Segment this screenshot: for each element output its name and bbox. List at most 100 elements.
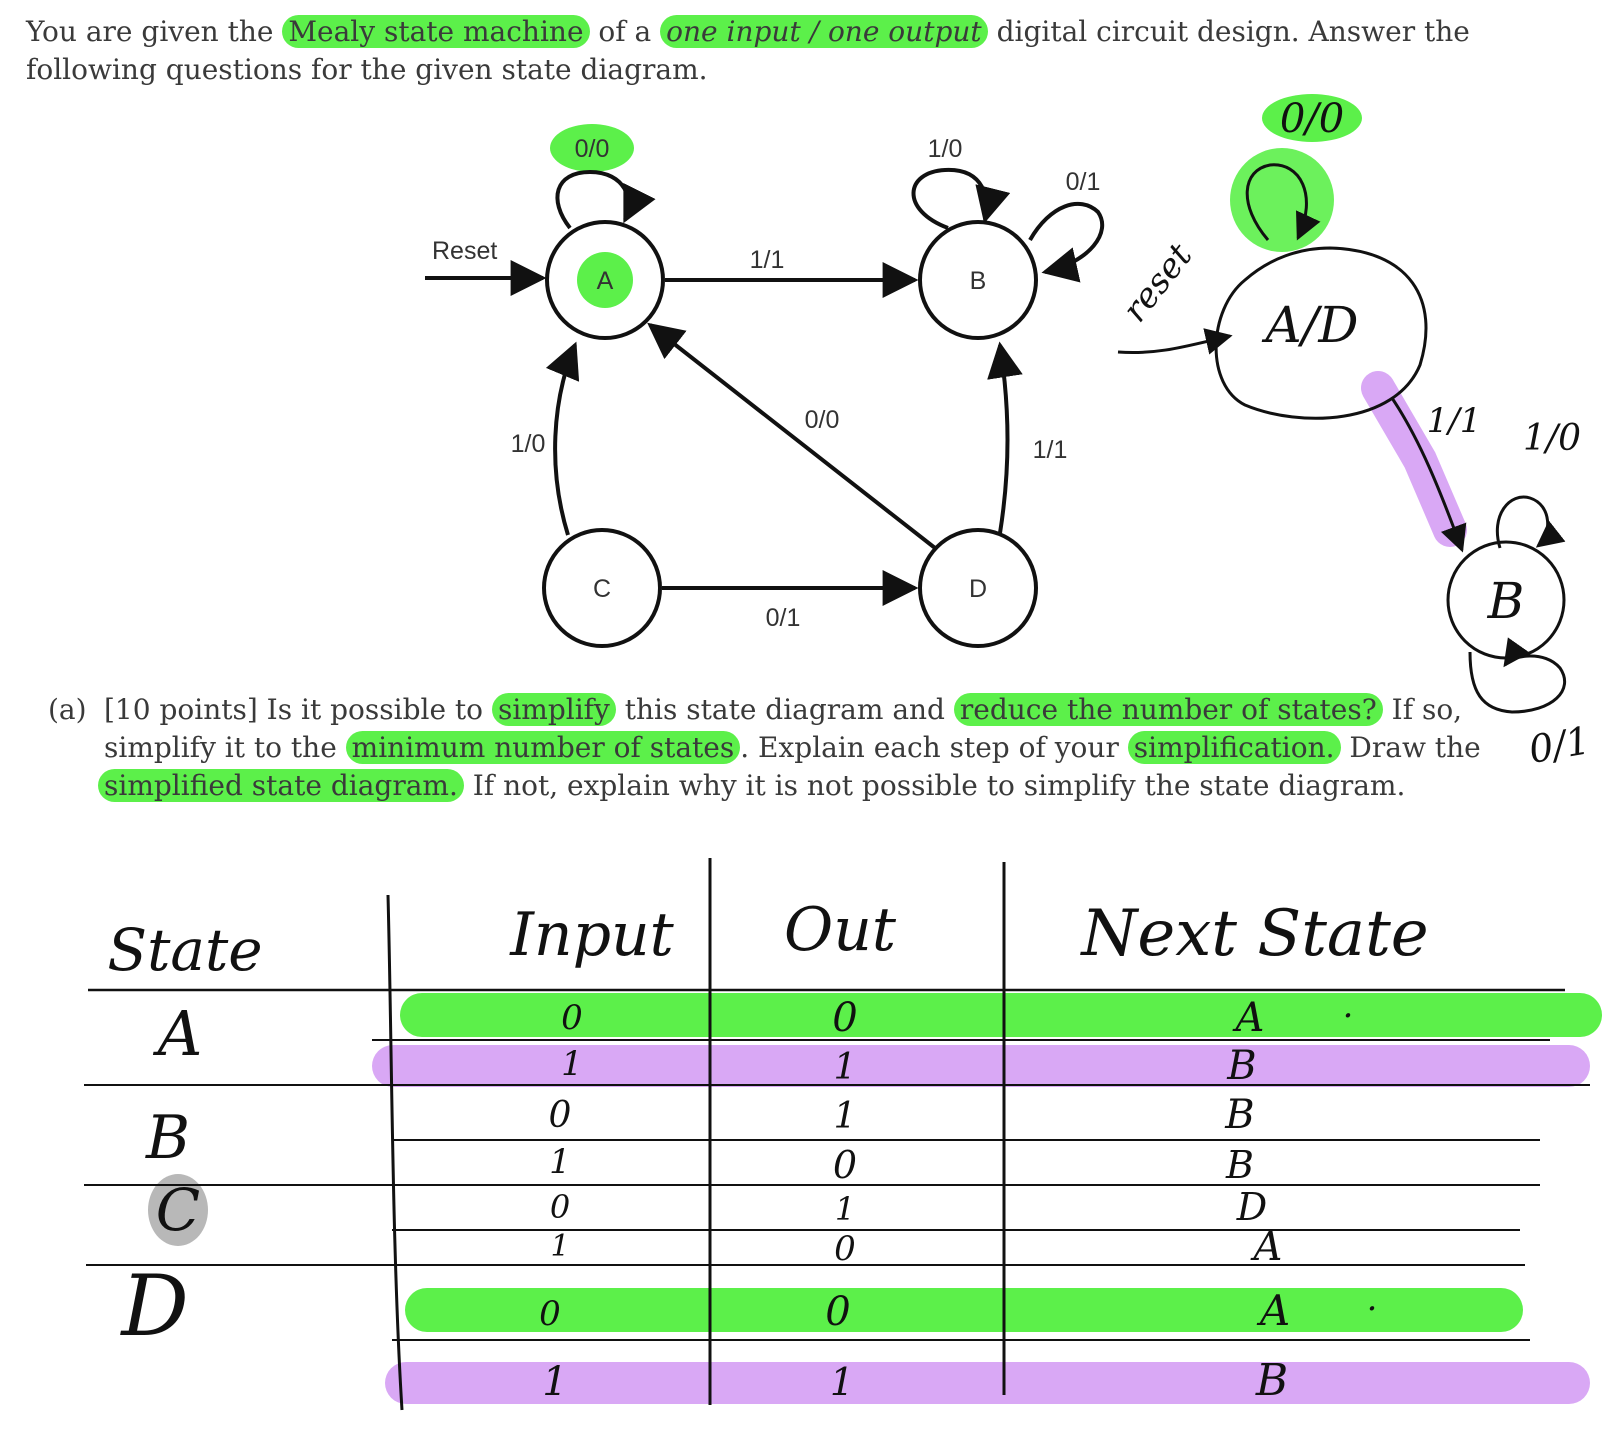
ad-self-label: 0/0 bbox=[1280, 96, 1344, 142]
row-input: 1 bbox=[542, 1359, 567, 1405]
state-ad-circle bbox=[1214, 246, 1428, 420]
state-b: B bbox=[918, 220, 1038, 340]
edge-b-self-1-label: 1/0 bbox=[928, 135, 963, 163]
state-d: D bbox=[918, 528, 1038, 648]
highlight-a-self bbox=[550, 124, 634, 172]
question-text: . Explain each step of your bbox=[740, 731, 1128, 764]
handwritten-reset-label: reset bbox=[1115, 236, 1201, 330]
table-row: 0 1 D bbox=[550, 1185, 1267, 1229]
state-b-handwritten-label: B bbox=[1487, 572, 1525, 630]
intro-text: digital circuit design. Answer the bbox=[987, 15, 1470, 48]
table-state-a: A bbox=[153, 997, 203, 1070]
b-self-1-label: 1/0 bbox=[1523, 418, 1581, 459]
ad-b-edge-label: 1/1 bbox=[1427, 401, 1482, 441]
intro-text: of a bbox=[589, 15, 661, 48]
highlight-simplification: simplification. bbox=[1127, 731, 1341, 764]
edge-d-b bbox=[987, 341, 1023, 534]
question-prefix: (a) bbox=[48, 693, 87, 726]
edge-b-self-0-label: 0/1 bbox=[1066, 168, 1101, 196]
table-header-next-state: Next State bbox=[1079, 897, 1428, 971]
edge-b-self-1 bbox=[911, 167, 1011, 230]
table-header-input: Input bbox=[509, 900, 674, 970]
question-text: Draw the bbox=[1340, 731, 1481, 764]
intro-text: You are given the bbox=[26, 15, 283, 48]
edge-c-a bbox=[545, 341, 580, 536]
highlight-minimum: minimum number of states bbox=[345, 731, 741, 764]
question-line-1: [10 points] Is it possible to simplify t… bbox=[104, 690, 1462, 730]
table-header-state: State bbox=[107, 916, 262, 984]
edge-a-b-label: 1/1 bbox=[750, 246, 785, 274]
ad-b-edge bbox=[1390, 397, 1467, 553]
handwritten-diagram: 0/0 A/D reset 1/1 1/0 B 0/1 bbox=[1115, 94, 1594, 772]
row-next-state: A bbox=[1232, 995, 1265, 1041]
row-next-state: A bbox=[1256, 1286, 1290, 1335]
table-state-c: C bbox=[156, 1176, 200, 1244]
row-out: 0 bbox=[834, 1229, 856, 1269]
row-mark: · bbox=[1343, 996, 1354, 1036]
edge-c-a-label: 1/0 bbox=[511, 430, 546, 458]
edge-c-d-label: 0/1 bbox=[766, 604, 801, 632]
state-c: C bbox=[542, 528, 662, 648]
edge-d-a bbox=[647, 322, 937, 550]
row-next-state: B bbox=[1255, 1355, 1288, 1406]
state-a-label: A bbox=[597, 267, 614, 295]
row-next-state: B bbox=[1225, 1143, 1254, 1187]
handwritten-table: State Input Out Next State A B C D 0 0 A… bbox=[84, 858, 1602, 1411]
row-input: 0 bbox=[561, 998, 583, 1038]
highlight-mealy: Mealy state machine bbox=[282, 15, 590, 48]
row-input: 1 bbox=[550, 1229, 569, 1264]
highlight-row-a0 bbox=[400, 993, 1602, 1037]
highlight-row-d0 bbox=[405, 1288, 1523, 1332]
b-self-1-loop bbox=[1495, 495, 1566, 549]
intro-line-1: You are given the Mealy state machine of… bbox=[26, 12, 1470, 52]
table-row: 1 1 B bbox=[561, 1043, 1257, 1089]
table-header-out: Out bbox=[784, 895, 897, 965]
b-self-0-loop bbox=[1468, 637, 1567, 714]
ad-self-loop bbox=[1245, 163, 1321, 241]
row-out: 1 bbox=[835, 1190, 855, 1228]
row-input: 1 bbox=[561, 1044, 583, 1084]
b-self-0-label: 0/1 bbox=[1526, 718, 1594, 772]
question-text: [10 points] Is it possible to bbox=[104, 693, 492, 726]
highlight-state-a bbox=[577, 252, 633, 308]
row-out: 0 bbox=[832, 995, 857, 1041]
row-input: 1 bbox=[549, 1142, 571, 1182]
highlight-reduce: reduce the number of states? bbox=[953, 693, 1383, 726]
state-d-label: D bbox=[969, 575, 987, 603]
row-mark: · bbox=[1367, 1289, 1378, 1329]
highlight-ad-self-loop bbox=[1230, 148, 1334, 252]
row-input: 0 bbox=[539, 1294, 561, 1334]
row-input: 0 bbox=[550, 1188, 570, 1226]
highlight-row-d1 bbox=[385, 1362, 1590, 1404]
edge-a-self bbox=[555, 169, 656, 230]
edge-a-self-label: 0/0 bbox=[575, 135, 610, 163]
table-row: 1 0 A bbox=[550, 1224, 1282, 1270]
reset-label: Reset bbox=[432, 237, 497, 265]
table-row: 1 1 B bbox=[542, 1355, 1288, 1406]
highlight-ad-b-edge bbox=[1361, 371, 1467, 547]
row-out: 0 bbox=[825, 1289, 850, 1335]
question-text: this state diagram and bbox=[615, 693, 954, 726]
row-next-state: D bbox=[1236, 1185, 1267, 1229]
table-row: 0 0 A · bbox=[539, 1286, 1377, 1335]
question-line-2: simplify it to the minimum number of sta… bbox=[104, 728, 1481, 768]
question-text: simplify it to the bbox=[104, 731, 346, 764]
highlight-simplified-diagram: simplified state diagram. bbox=[98, 769, 464, 802]
table-state-d: D bbox=[119, 1257, 188, 1355]
highlight-one-input-output: one input / one output bbox=[660, 15, 988, 48]
state-b-label: B bbox=[970, 267, 987, 295]
highlight-ad-self-label bbox=[1262, 94, 1362, 142]
row-out: 1 bbox=[830, 1360, 854, 1404]
state-ad-label: A/D bbox=[1261, 296, 1358, 354]
edge-d-a-label: 0/0 bbox=[805, 406, 840, 434]
row-next-state: B bbox=[1226, 1043, 1256, 1089]
state-diagram: A B C D Reset 0/0 1/1 1/0 0/1 1/0 bbox=[425, 124, 1105, 648]
row-next-state: B bbox=[1224, 1092, 1254, 1138]
question-text: If so, bbox=[1382, 693, 1463, 726]
highlight-simplify: simplify bbox=[491, 693, 616, 726]
handwritten-reset-arrow bbox=[1117, 328, 1233, 355]
state-c-label: C bbox=[593, 575, 611, 603]
question-text: If not, explain why it is not possible t… bbox=[463, 769, 1406, 802]
highlight-row-a1 bbox=[372, 1045, 1590, 1087]
